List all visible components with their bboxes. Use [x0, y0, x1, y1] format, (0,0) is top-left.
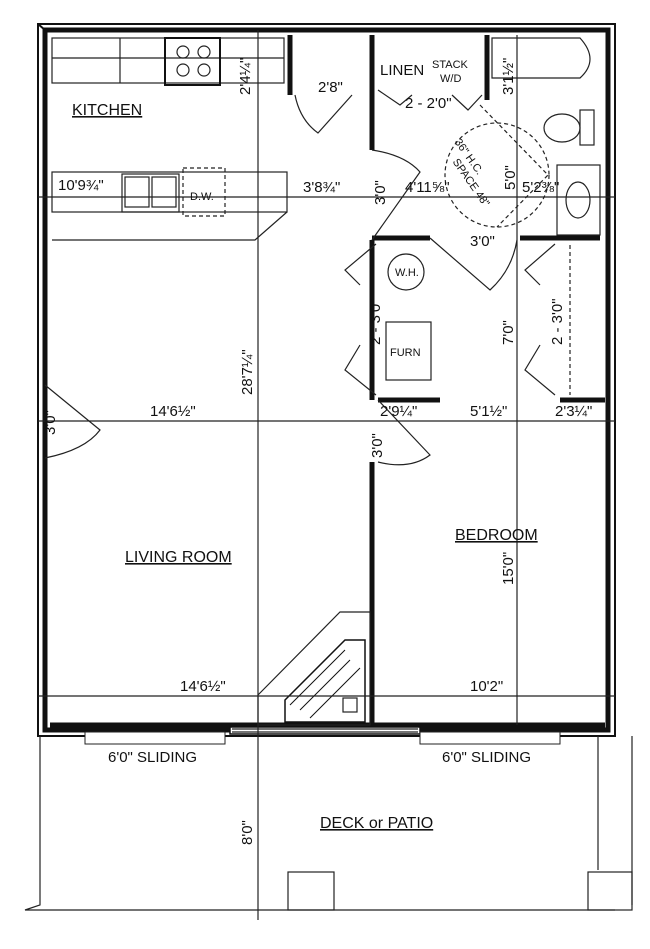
dim-closet-door: 2'8" [318, 79, 343, 96]
dim-furn-doors: 2 - 3'0" [367, 298, 384, 345]
hc-turning-space [444, 122, 550, 228]
dishwasher [182, 167, 226, 217]
dim-bath-tub: 3'1½" [500, 58, 517, 95]
dim-linen-doors: 2 - 2'0" [405, 95, 452, 112]
living-room-label: LIVING ROOM [125, 549, 232, 566]
dim-living-width-top: 14'6½" [150, 403, 196, 420]
dim-bath-depth: 5'0" [502, 165, 519, 190]
furn-label: FURN [390, 347, 421, 359]
deck-label: DECK or PATIO [320, 815, 433, 832]
dim-overall-depth: 28'7¼" [239, 349, 256, 395]
dim-closet-width: 2'3¼" [555, 403, 592, 420]
vanity-sink [556, 164, 601, 236]
dim-bedroom-width: 10'2" [470, 678, 503, 695]
kitchen-label: KITCHEN [72, 102, 142, 119]
wd-label: W/D [440, 73, 461, 85]
dw-label: D.W. [190, 191, 214, 203]
dim-counter-depth: 2'4¼" [237, 58, 254, 95]
doors [44, 89, 556, 466]
slider-right-label: 6'0" SLIDING [442, 749, 531, 766]
dim-bath-width: 4'11⅝" [405, 179, 450, 196]
stove-icon [164, 37, 221, 86]
water-heater [387, 253, 425, 291]
dim-vanity: 5'2⅜" [522, 179, 559, 196]
dim-hall-door: 3'0" [372, 180, 389, 205]
dim-furn-width: 2'9¼" [380, 403, 417, 420]
stack-label: STACK [432, 59, 469, 71]
dim-bed-closet-doors: 2 - 3'0" [549, 298, 566, 345]
slider-left-label: 6'0" SLIDING [108, 749, 197, 766]
dim-hall-width: 3'8¾" [303, 179, 340, 196]
furnace [385, 321, 432, 381]
deck-outline [24, 731, 633, 911]
sink-icon [121, 173, 180, 213]
dim-living-width-bottom: 14'6½" [180, 678, 226, 695]
dimension-lines [38, 30, 615, 920]
dim-hall-mid: 5'1½" [470, 403, 507, 420]
dim-kitchen-width: 10'9¾" [58, 177, 104, 194]
dim-entry-door: 3'0" [42, 410, 59, 435]
dim-bath-door: 3'0" [470, 233, 495, 250]
dim-bedroom-depth: 15'0" [500, 552, 517, 585]
dim-hall-length: 7'0" [500, 320, 517, 345]
bedroom-label: BEDROOM [455, 527, 538, 544]
dim-deck-depth: 8'0" [239, 820, 256, 845]
wh-label: W.H. [395, 267, 419, 279]
bathtub [491, 37, 591, 79]
linen-label: LINEN [380, 62, 424, 79]
dim-bedroom-door: 3'0" [369, 433, 386, 458]
